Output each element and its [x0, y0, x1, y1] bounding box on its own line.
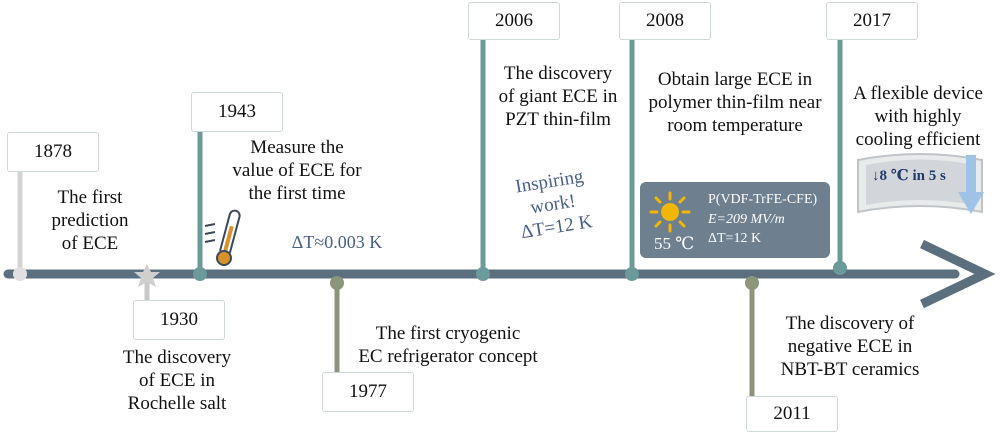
event-line: of ECE in — [139, 370, 215, 391]
event-text-1977: The first cryogenic EC refrigerator conc… — [338, 322, 558, 368]
event-line: room temperature — [667, 115, 803, 136]
year-box-1930: 1930 — [133, 300, 225, 340]
year-box-2011: 2011 — [746, 396, 838, 432]
event-text-1878: The first prediction of ECE — [30, 186, 150, 255]
year-box-1977: 1977 — [322, 372, 414, 412]
event-line: polymer thin-film near — [648, 92, 822, 113]
thermometer-icon — [204, 209, 241, 266]
event-text-2011: The discovery of negative ECE in NBT-BT … — [760, 312, 940, 381]
event-line: PZT thin-film — [505, 109, 611, 130]
event-line: EC refrigerator concept — [358, 346, 538, 367]
event-line: The discovery — [122, 347, 232, 368]
card-field: E=209 MV/m — [708, 212, 785, 227]
event-line: cooling efficient — [855, 129, 981, 150]
event-line: Obtain large ECE in — [657, 69, 813, 90]
device-cooling-label: ↓8 ℃ in 5 s — [872, 168, 946, 184]
material-card-2008: 55 ℃ P(VDF-TrFE-CFE) E=209 MV/m ΔT=12 K — [640, 182, 830, 258]
event-line: with highly — [874, 106, 962, 127]
year-box-1878: 1878 — [7, 132, 99, 172]
event-text-1943: Measure the value of ECE for the first t… — [222, 136, 372, 205]
delta-t-note-1943: ΔT≈0.003 K — [291, 232, 383, 252]
card-temperature: 55 ℃ — [654, 234, 695, 253]
node-1943 — [193, 267, 207, 281]
year-box-2006: 2006 — [468, 2, 560, 40]
node-2008 — [625, 267, 639, 281]
event-line: The discovery of — [785, 313, 915, 334]
node-2011 — [745, 276, 759, 290]
event-text-2006: The discovery of giant ECE in PZT thin-f… — [488, 62, 628, 131]
event-line: The first cryogenic — [375, 323, 521, 344]
year-box-2017: 2017 — [826, 2, 918, 40]
node-2017 — [833, 261, 847, 275]
event-line: NBT-BT ceramics — [780, 359, 920, 380]
card-material: P(VDF-TrFE-CFE) — [708, 192, 818, 207]
event-line: prediction — [51, 210, 129, 231]
event-line: of giant ECE in — [498, 86, 618, 107]
event-text-2008: Obtain large ECE in polymer thin-film ne… — [640, 68, 830, 137]
event-line: the first time — [248, 183, 346, 204]
event-line: of ECE — [61, 233, 119, 254]
year-box-1943: 1943 — [191, 92, 283, 132]
cooling-arrow-icon — [958, 155, 984, 214]
event-line: The first — [57, 187, 123, 208]
event-line: Rochelle salt — [127, 393, 227, 414]
node-2006 — [476, 267, 490, 281]
axis-arrowhead — [920, 239, 996, 309]
star-icon — [134, 264, 160, 287]
event-line: Measure the — [250, 137, 344, 158]
event-line: A flexible device — [853, 83, 983, 104]
event-line: negative ECE in — [787, 336, 913, 357]
card-delta-t: ΔT=12 K — [708, 231, 762, 246]
sun-icon — [649, 191, 691, 233]
flexible-device — [857, 153, 983, 214]
event-line: value of ECE for — [232, 160, 362, 181]
event-line: The discovery — [503, 63, 613, 84]
year-box-2008: 2008 — [619, 2, 711, 40]
event-text-1930: The discovery of ECE in Rochelle salt — [102, 346, 252, 415]
node-1977 — [330, 276, 344, 290]
node-1878 — [13, 267, 27, 281]
event-text-2017: A flexible device with highly cooling ef… — [836, 82, 1000, 151]
